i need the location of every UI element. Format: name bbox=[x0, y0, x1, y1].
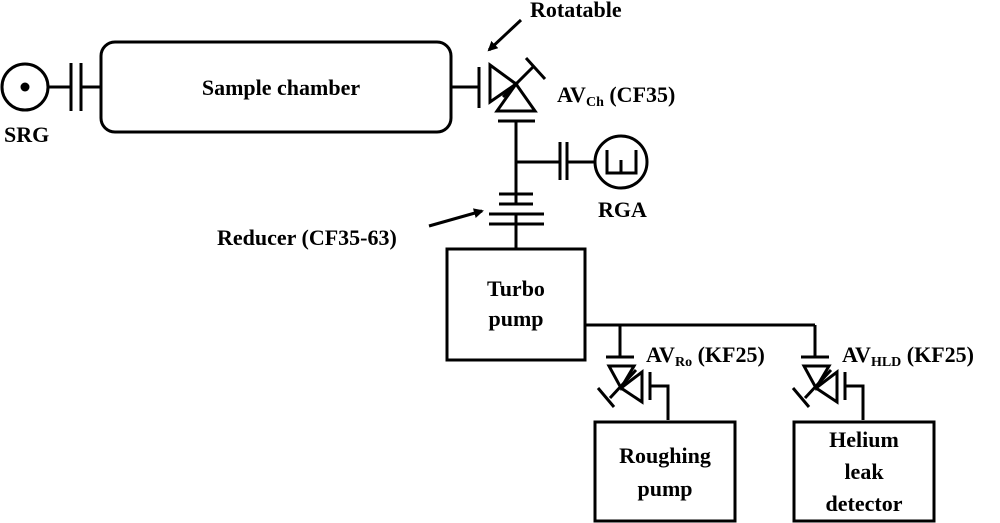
helium-leak-detector-box bbox=[792, 420, 936, 523]
valve-chamber-label: AVCh (CF35) bbox=[557, 82, 675, 110]
reducer-arrow bbox=[428, 208, 484, 228]
roughing-pump-box bbox=[593, 420, 737, 523]
rga-icon bbox=[593, 134, 649, 190]
sample-chamber-label: Sample chamber bbox=[202, 75, 361, 100]
turbo-pump-box bbox=[445, 247, 587, 362]
roughing-pump-label-line1: Roughing bbox=[619, 443, 711, 468]
rga-label: RGA bbox=[598, 197, 647, 222]
angle-valve-chamber-icon bbox=[488, 56, 547, 123]
valve-hld-label: AVHLD (KF25) bbox=[842, 342, 974, 370]
reducer-flange-icon bbox=[489, 192, 544, 248]
valve-roughing-label: AVRo (KF25) bbox=[646, 342, 765, 370]
reducer-label: Reducer (CF35-63) bbox=[217, 225, 397, 250]
angle-valve-hld-icon bbox=[791, 325, 865, 420]
angle-valve-roughing-icon bbox=[596, 325, 670, 420]
rotatable-arrow bbox=[487, 18, 523, 52]
flange-srg bbox=[69, 63, 101, 111]
flange-rga bbox=[558, 142, 594, 180]
turbo-pump-label-line1: Turbo bbox=[487, 276, 545, 301]
hld-label-line2: leak bbox=[844, 459, 884, 484]
rotatable-label: Rotatable bbox=[530, 0, 622, 22]
srg-label: SRG bbox=[4, 122, 49, 147]
srg-gauge-icon bbox=[0, 62, 70, 112]
turbo-pump-label-line2: pump bbox=[488, 306, 543, 331]
hld-label-line1: Helium bbox=[829, 427, 899, 452]
hld-label-line3: detector bbox=[826, 491, 903, 516]
roughing-pump-label-line2: pump bbox=[637, 476, 692, 501]
